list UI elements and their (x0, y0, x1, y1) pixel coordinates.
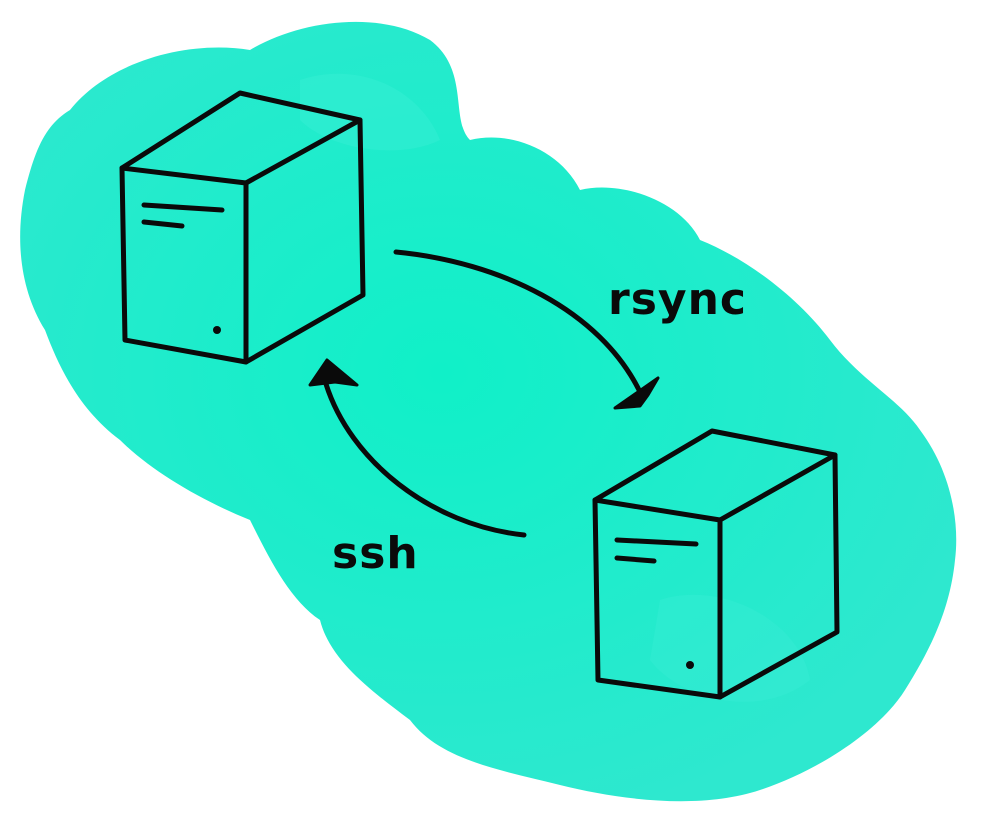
edge-label-ssh: ssh (332, 528, 419, 579)
server-left (119, 90, 366, 365)
edge-rsync: rsync (393, 249, 747, 410)
server-tower-icon (119, 90, 366, 365)
server-tower-icon (592, 428, 840, 700)
edge-ssh: ssh (308, 358, 527, 579)
cloud-blob (20, 21, 957, 802)
ssh-arrow-line (323, 381, 527, 538)
rsync-arrowhead-icon (613, 376, 660, 410)
ssh-arrowhead-icon (308, 358, 359, 387)
edge-label-rsync: rsync (608, 274, 747, 325)
server-right (592, 428, 840, 700)
rsync-arrow-line (393, 249, 643, 395)
